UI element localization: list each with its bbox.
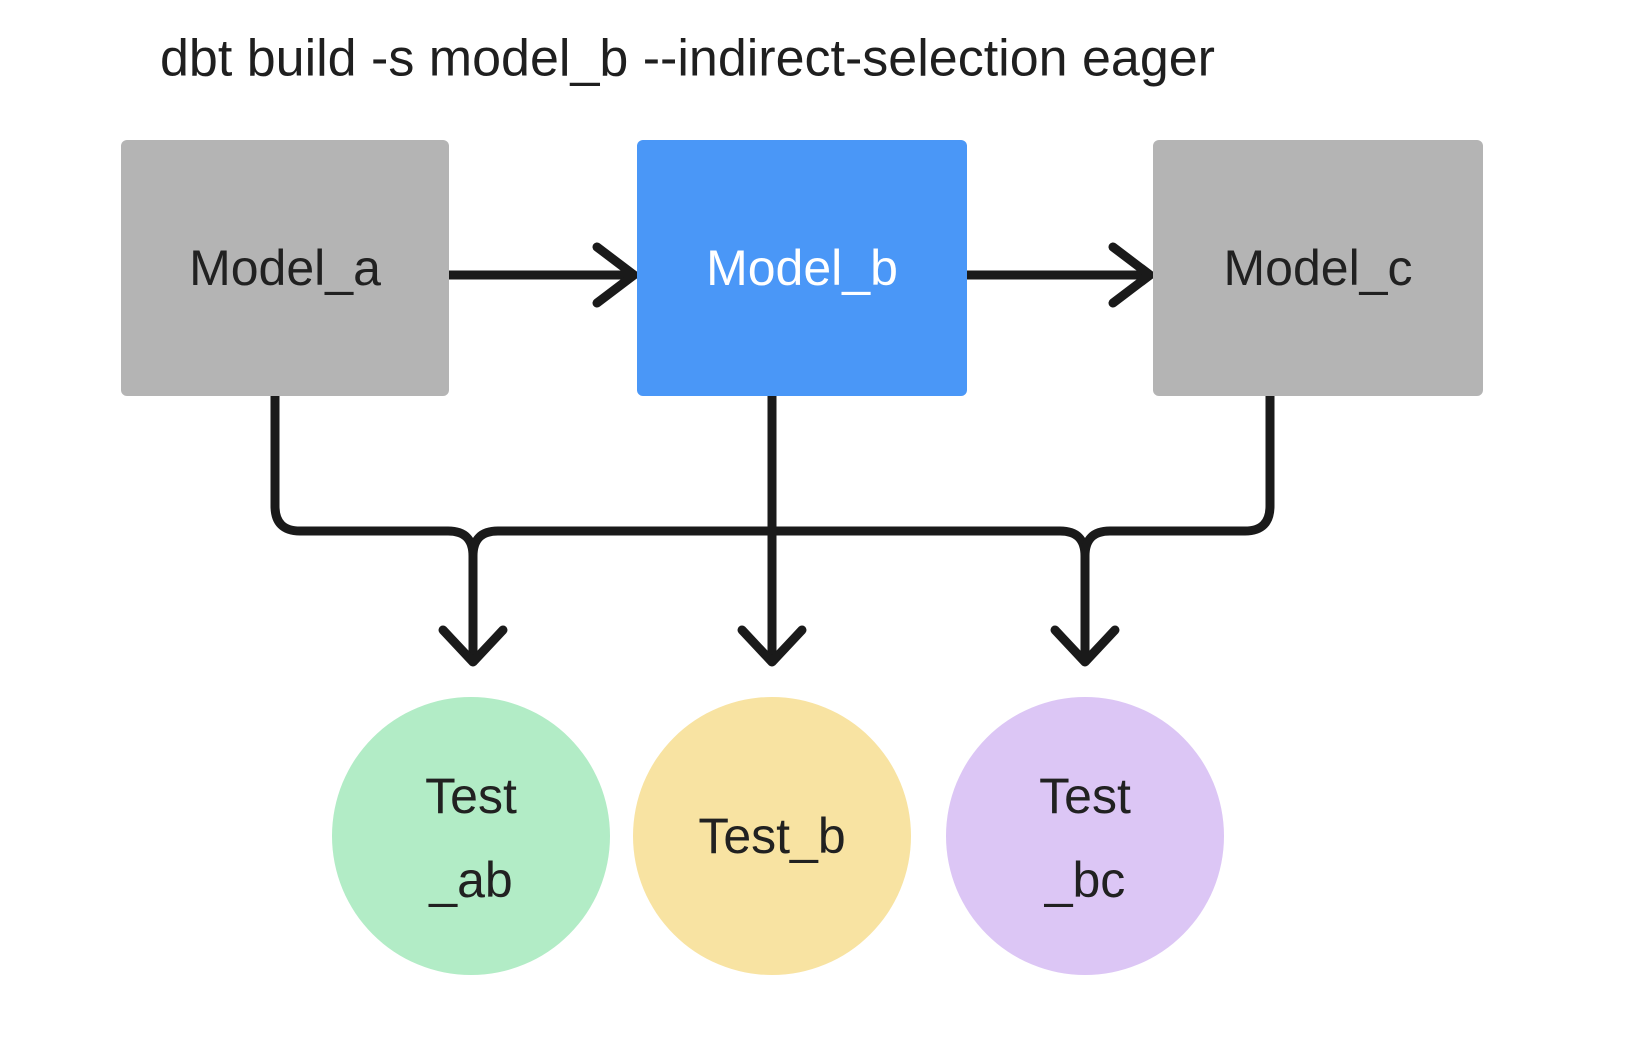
- edge-model-a-to-test-ab: [270, 396, 508, 667]
- test-ab-label-line1: Test: [425, 768, 517, 824]
- edge-model-c-to-test-bc: [1080, 396, 1275, 557]
- test-node-test-b[interactable]: Test_b: [633, 697, 911, 975]
- model-node-model-a[interactable]: Model_a: [121, 140, 449, 396]
- model-a-label: Model_a: [189, 240, 381, 296]
- test-ab-label-line2: _ab: [428, 852, 512, 908]
- edge-model-b-to-model-c: [967, 242, 1155, 308]
- model-b-label: Model_b: [706, 240, 898, 296]
- model-b-box[interactable]: [637, 140, 967, 396]
- page-title: dbt build -s model_b --indirect-selectio…: [160, 30, 1215, 88]
- edge-model-b-to-test-bc: [772, 526, 1120, 667]
- test-b-circle[interactable]: [633, 697, 911, 975]
- model-c-label: Model_c: [1224, 240, 1413, 296]
- edge-model-a-to-model-b: [449, 242, 639, 308]
- test-bc-label-line1: Test: [1039, 768, 1131, 824]
- edge-model-b-to-test-ab: [468, 526, 772, 557]
- test-node-test-ab[interactable]: Test _ab: [332, 697, 610, 975]
- test-ab-circle[interactable]: [332, 697, 610, 975]
- test-bc-circle[interactable]: [946, 697, 1224, 975]
- model-a-box[interactable]: [121, 140, 449, 396]
- test-bc-label-line2: _bc: [1044, 852, 1126, 908]
- test-b-label-line1: Test_b: [698, 808, 845, 864]
- model-node-model-b[interactable]: Model_b: [637, 140, 967, 396]
- model-c-box[interactable]: [1153, 140, 1483, 396]
- edge-layer: [270, 242, 1275, 667]
- test-node-test-bc[interactable]: Test _bc: [946, 697, 1224, 975]
- model-node-model-c[interactable]: Model_c: [1153, 140, 1483, 396]
